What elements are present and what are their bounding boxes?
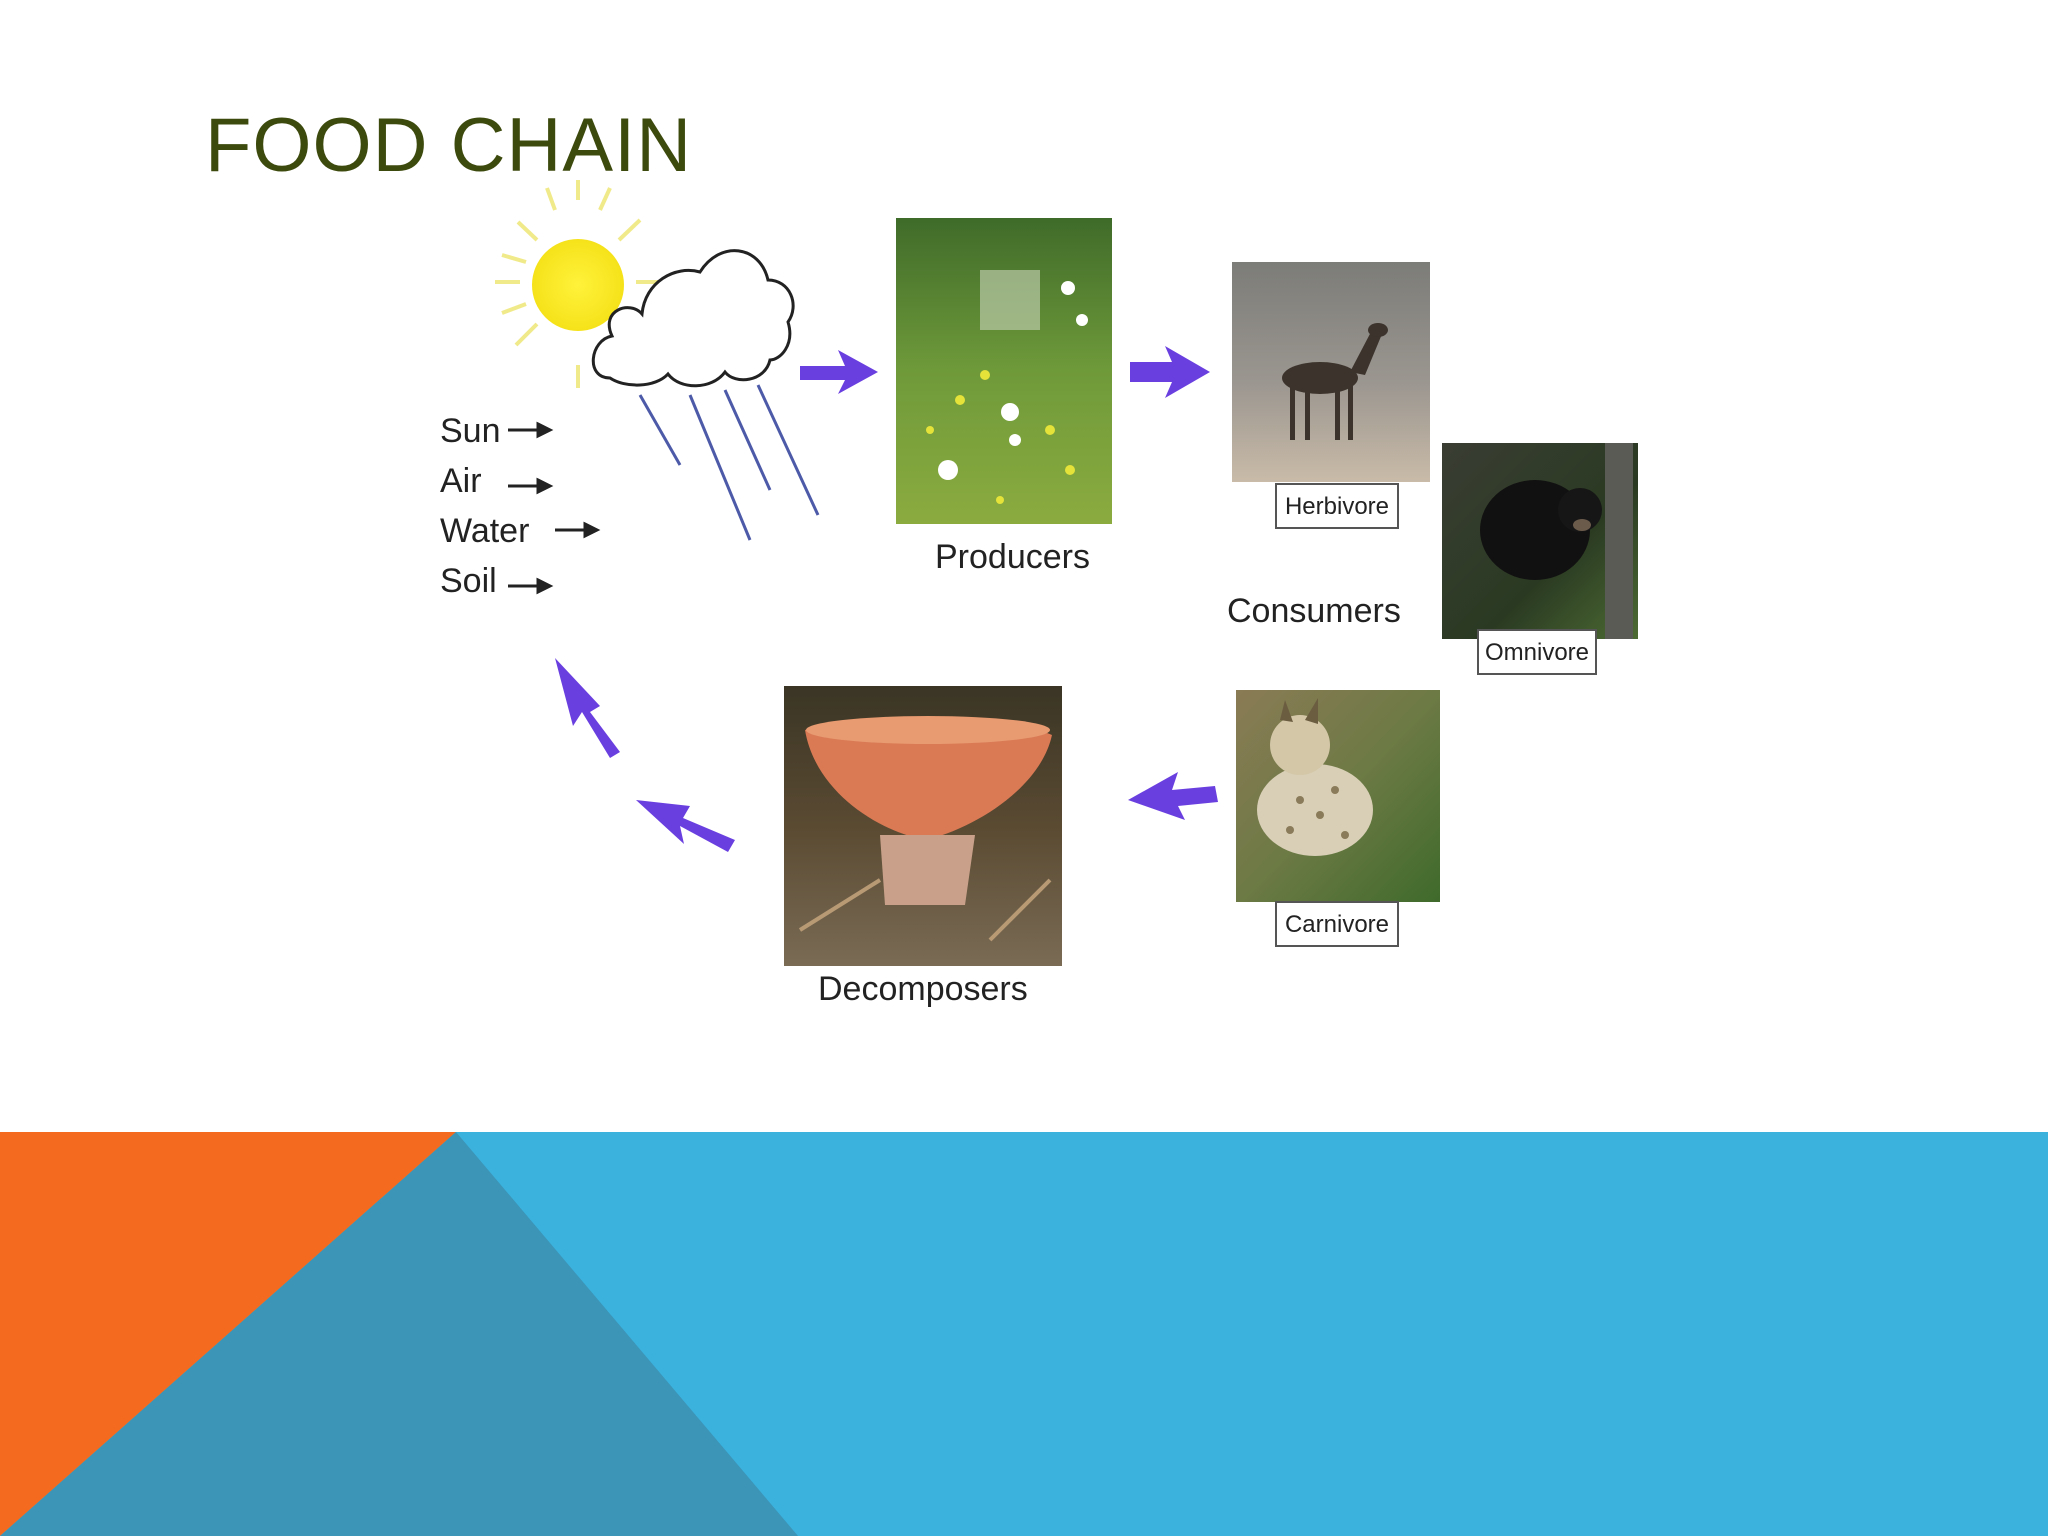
slide-title: FOOD CHAIN xyxy=(205,103,693,188)
sun-icon xyxy=(495,180,660,388)
input-label: Air xyxy=(440,462,482,500)
decomposers-photo xyxy=(784,686,1062,966)
herbivore-label: Herbivore xyxy=(1285,493,1389,520)
right-arrow-icon xyxy=(555,521,601,539)
herbivore-photo xyxy=(1232,262,1430,482)
right-arrow-icon xyxy=(508,577,554,595)
right-arrow-icon xyxy=(508,421,554,439)
arrow-icon xyxy=(555,658,620,758)
input-label: Sun xyxy=(440,412,501,450)
input-label: Water xyxy=(440,512,529,550)
rain-icon xyxy=(638,384,820,541)
omnivore-label: Omnivore xyxy=(1485,639,1589,666)
consumers-label: Consumers xyxy=(1227,592,1401,630)
carnivore-photo xyxy=(1236,690,1440,902)
decomposers-label: Decomposers xyxy=(818,970,1028,1008)
cloud-icon xyxy=(591,249,795,388)
producers-photo xyxy=(896,218,1112,524)
arrow-icon xyxy=(1130,346,1210,398)
arrow-icon xyxy=(800,350,878,394)
arrow-icon xyxy=(636,800,735,852)
arrow-icon xyxy=(1128,772,1218,820)
carnivore-label: Carnivore xyxy=(1285,911,1389,938)
omnivore-photo xyxy=(1442,443,1638,639)
producers-label: Producers xyxy=(935,538,1090,576)
inputs-list: Sun Air Water Soil xyxy=(440,412,601,600)
input-label: Soil xyxy=(440,562,497,600)
footer-band-dark-blue xyxy=(0,1132,798,1536)
right-arrow-icon xyxy=(508,477,554,495)
